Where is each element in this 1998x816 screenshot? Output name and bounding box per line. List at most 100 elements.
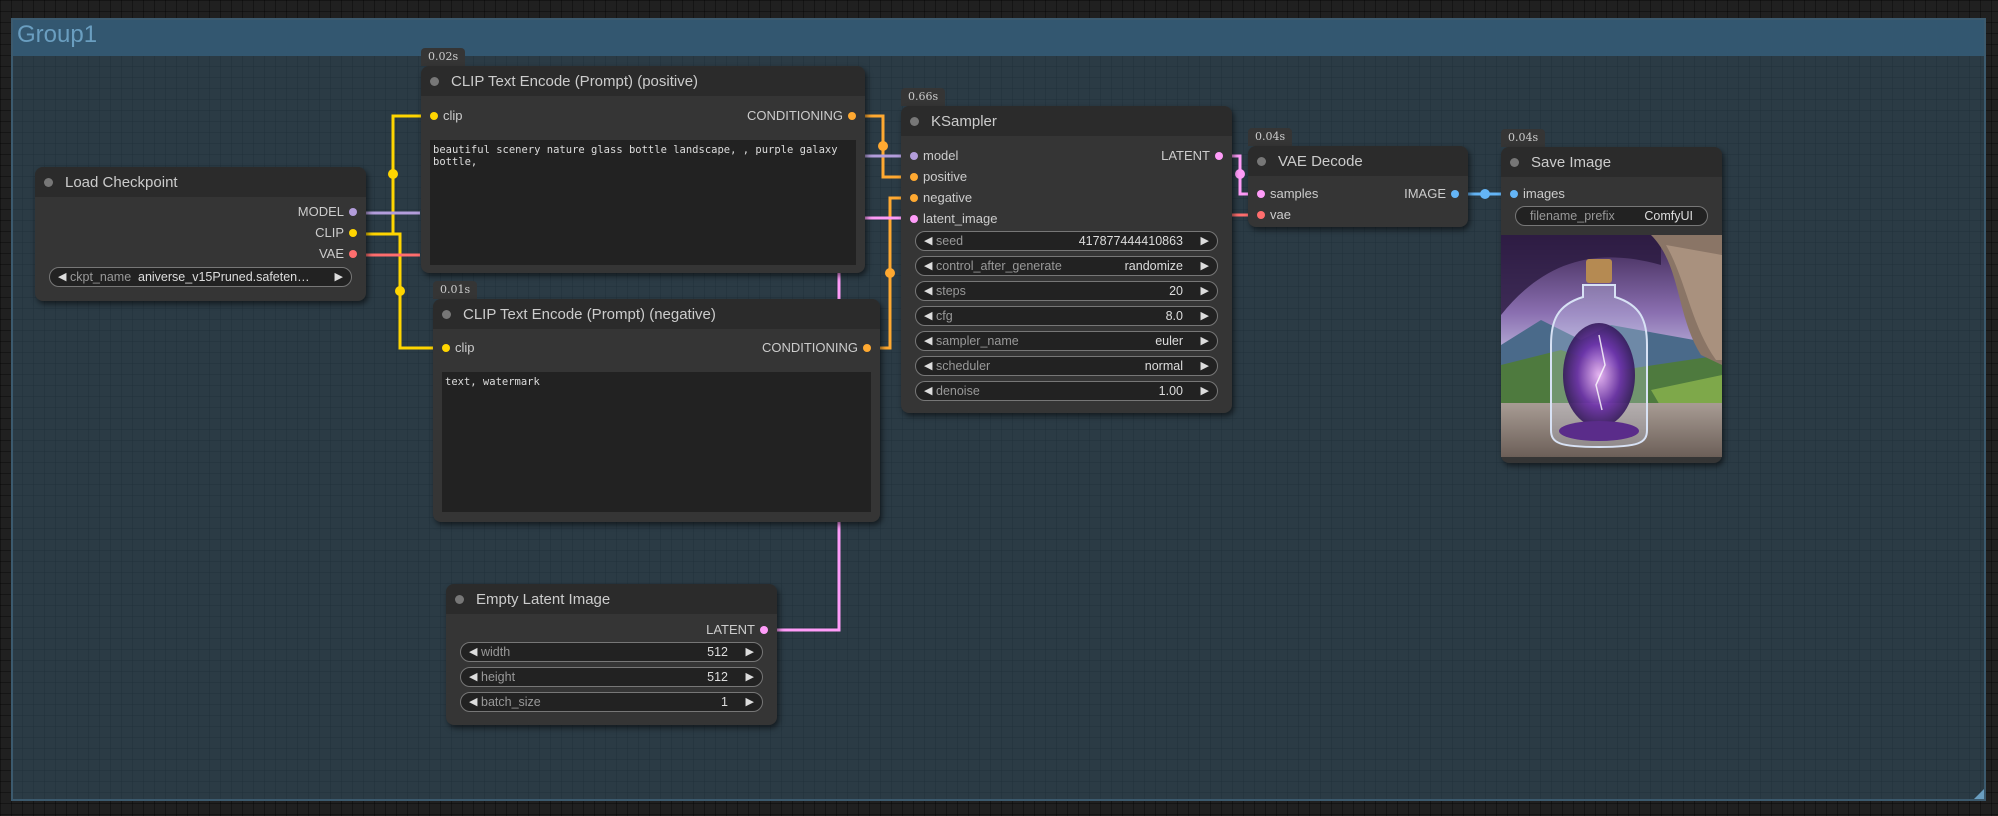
widget-height[interactable]: ◀ height 512 ▶ bbox=[460, 667, 763, 687]
collapse-dot-icon[interactable] bbox=[910, 117, 919, 126]
collapse-dot-icon[interactable] bbox=[455, 595, 464, 604]
widget-width[interactable]: ◀ width 512 ▶ bbox=[460, 642, 763, 662]
input-label-vae: vae bbox=[1270, 207, 1291, 222]
input-slot-images[interactable] bbox=[1510, 190, 1518, 198]
widget-sampler-name[interactable]: ◀ sampler_name euler ▶ bbox=[915, 331, 1218, 351]
increment-arrow-icon[interactable]: ▶ bbox=[1200, 335, 1209, 347]
node-ksampler[interactable]: KSampler model LATENT positive negative … bbox=[901, 106, 1232, 413]
widget-steps[interactable]: ◀ steps 20 ▶ bbox=[915, 281, 1218, 301]
input-label-model: model bbox=[923, 148, 959, 163]
node-save-image[interactable]: Save Image images filename_prefix ComfyU… bbox=[1501, 147, 1722, 463]
increment-arrow-icon[interactable]: ▶ bbox=[334, 271, 343, 283]
node-title-bar[interactable]: CLIP Text Encode (Prompt) (positive) bbox=[421, 66, 865, 96]
collapse-dot-icon[interactable] bbox=[1510, 158, 1519, 167]
widget-value: 8.0 bbox=[1165, 309, 1183, 323]
widget-value: 512 bbox=[707, 670, 728, 684]
node-title: KSampler bbox=[931, 113, 997, 130]
widget-value: 20 bbox=[1169, 284, 1183, 298]
decrement-arrow-icon[interactable]: ◀ bbox=[924, 310, 933, 322]
widget-scheduler[interactable]: ◀ scheduler normal ▶ bbox=[915, 356, 1218, 376]
node-empty-latent-image[interactable]: Empty Latent Image LATENT ◀ width 512 ▶ … bbox=[446, 584, 777, 725]
widget-name: cfg bbox=[936, 309, 953, 323]
node-clip-text-encode-positive[interactable]: CLIP Text Encode (Prompt) (positive) cli… bbox=[421, 66, 865, 273]
prompt-textarea[interactable]: text, watermark bbox=[442, 372, 871, 512]
output-label-clip: CLIP bbox=[315, 225, 344, 240]
decrement-arrow-icon[interactable]: ◀ bbox=[924, 335, 933, 347]
output-slot-conditioning[interactable] bbox=[848, 112, 856, 120]
node-vae-decode[interactable]: VAE Decode samples IMAGE vae bbox=[1248, 146, 1468, 227]
group-resize-handle[interactable] bbox=[1974, 789, 1984, 799]
increment-arrow-icon[interactable]: ▶ bbox=[745, 671, 754, 683]
node-title: CLIP Text Encode (Prompt) (positive) bbox=[451, 73, 699, 90]
increment-arrow-icon[interactable]: ▶ bbox=[745, 646, 754, 658]
decrement-arrow-icon[interactable]: ◀ bbox=[924, 260, 933, 272]
widget-control-after-generate[interactable]: ◀ control_after_generate randomize ▶ bbox=[915, 256, 1218, 276]
prompt-textarea[interactable]: beautiful scenery nature glass bottle la… bbox=[430, 140, 856, 265]
group-header[interactable]: Group1 bbox=[13, 20, 1984, 56]
input-slot-clip[interactable] bbox=[430, 112, 438, 120]
widget-name: ckpt_name bbox=[70, 270, 132, 284]
output-label-model: MODEL bbox=[297, 204, 344, 219]
widget-cfg[interactable]: ◀ cfg 8.0 ▶ bbox=[915, 306, 1218, 326]
increment-arrow-icon[interactable]: ▶ bbox=[1200, 285, 1209, 297]
decrement-arrow-icon[interactable]: ◀ bbox=[924, 360, 933, 372]
widget-value: 512 bbox=[707, 645, 728, 659]
output-slot-model[interactable] bbox=[349, 208, 357, 216]
decrement-arrow-icon[interactable]: ◀ bbox=[469, 671, 478, 683]
collapse-dot-icon[interactable] bbox=[430, 77, 439, 86]
node-title-bar[interactable]: CLIP Text Encode (Prompt) (negative) bbox=[433, 299, 880, 329]
output-slot-image[interactable] bbox=[1451, 190, 1459, 198]
collapse-dot-icon[interactable] bbox=[44, 178, 53, 187]
input-slot-clip[interactable] bbox=[442, 344, 450, 352]
increment-arrow-icon[interactable]: ▶ bbox=[1200, 360, 1209, 372]
output-slot-clip[interactable] bbox=[349, 229, 357, 237]
input-label-negative: negative bbox=[923, 190, 973, 205]
widget-value: aniverse_v15Pruned.safeten… bbox=[138, 270, 310, 284]
input-slot-negative[interactable] bbox=[910, 194, 918, 202]
decrement-arrow-icon[interactable]: ◀ bbox=[924, 285, 933, 297]
decrement-arrow-icon[interactable]: ◀ bbox=[924, 235, 933, 247]
input-slot-positive[interactable] bbox=[910, 173, 918, 181]
widget-batch-size[interactable]: ◀ batch_size 1 ▶ bbox=[460, 692, 763, 712]
output-slot-latent[interactable] bbox=[1215, 152, 1223, 160]
node-title-bar[interactable]: VAE Decode bbox=[1248, 146, 1468, 176]
decrement-arrow-icon[interactable]: ◀ bbox=[58, 271, 67, 283]
input-slot-samples[interactable] bbox=[1257, 190, 1265, 198]
input-slot-model[interactable] bbox=[910, 152, 918, 160]
output-slot-latent[interactable] bbox=[760, 626, 768, 634]
input-label-positive: positive bbox=[923, 169, 968, 184]
output-slot-conditioning[interactable] bbox=[863, 344, 871, 352]
widget-seed[interactable]: ◀ seed 417877444410863 ▶ bbox=[915, 231, 1218, 251]
decrement-arrow-icon[interactable]: ◀ bbox=[924, 385, 933, 397]
increment-arrow-icon[interactable]: ▶ bbox=[1200, 260, 1209, 272]
input-slot-vae[interactable] bbox=[1257, 211, 1265, 219]
node-title-bar[interactable]: KSampler bbox=[901, 106, 1232, 136]
increment-arrow-icon[interactable]: ▶ bbox=[1200, 310, 1209, 322]
decrement-arrow-icon[interactable]: ◀ bbox=[469, 696, 478, 708]
widget-denoise[interactable]: ◀ denoise 1.00 ▶ bbox=[915, 381, 1218, 401]
node-title: VAE Decode bbox=[1278, 153, 1363, 170]
widget-ckpt-name[interactable]: ◀ ckpt_name aniverse_v15Pruned.safeten… … bbox=[49, 267, 352, 287]
widget-filename-prefix[interactable]: filename_prefix ComfyUI bbox=[1515, 206, 1708, 226]
increment-arrow-icon[interactable]: ▶ bbox=[745, 696, 754, 708]
node-clip-text-encode-negative[interactable]: CLIP Text Encode (Prompt) (negative) cli… bbox=[433, 299, 880, 522]
output-label-latent: LATENT bbox=[1161, 148, 1210, 163]
increment-arrow-icon[interactable]: ▶ bbox=[1200, 235, 1209, 247]
output-image-preview[interactable] bbox=[1501, 235, 1722, 457]
node-title-bar[interactable]: Save Image bbox=[1501, 147, 1722, 177]
collapse-dot-icon[interactable] bbox=[442, 310, 451, 319]
increment-arrow-icon[interactable]: ▶ bbox=[1200, 385, 1209, 397]
widget-value: 1.00 bbox=[1158, 384, 1183, 398]
node-load-checkpoint[interactable]: Load Checkpoint MODEL CLIP VAE ◀ ckpt_na… bbox=[35, 167, 366, 301]
collapse-dot-icon[interactable] bbox=[1257, 157, 1266, 166]
input-slot-latent-image[interactable] bbox=[910, 215, 918, 223]
widget-name: seed bbox=[936, 234, 964, 248]
widget-value: normal bbox=[1144, 359, 1183, 373]
decrement-arrow-icon[interactable]: ◀ bbox=[469, 646, 478, 658]
widget-name: sampler_name bbox=[936, 334, 1019, 348]
output-slot-vae[interactable] bbox=[349, 250, 357, 258]
node-title: Load Checkpoint bbox=[65, 174, 178, 191]
node-title-bar[interactable]: Empty Latent Image bbox=[446, 584, 777, 614]
output-label-vae: VAE bbox=[318, 246, 344, 261]
node-title-bar[interactable]: Load Checkpoint bbox=[35, 167, 366, 197]
